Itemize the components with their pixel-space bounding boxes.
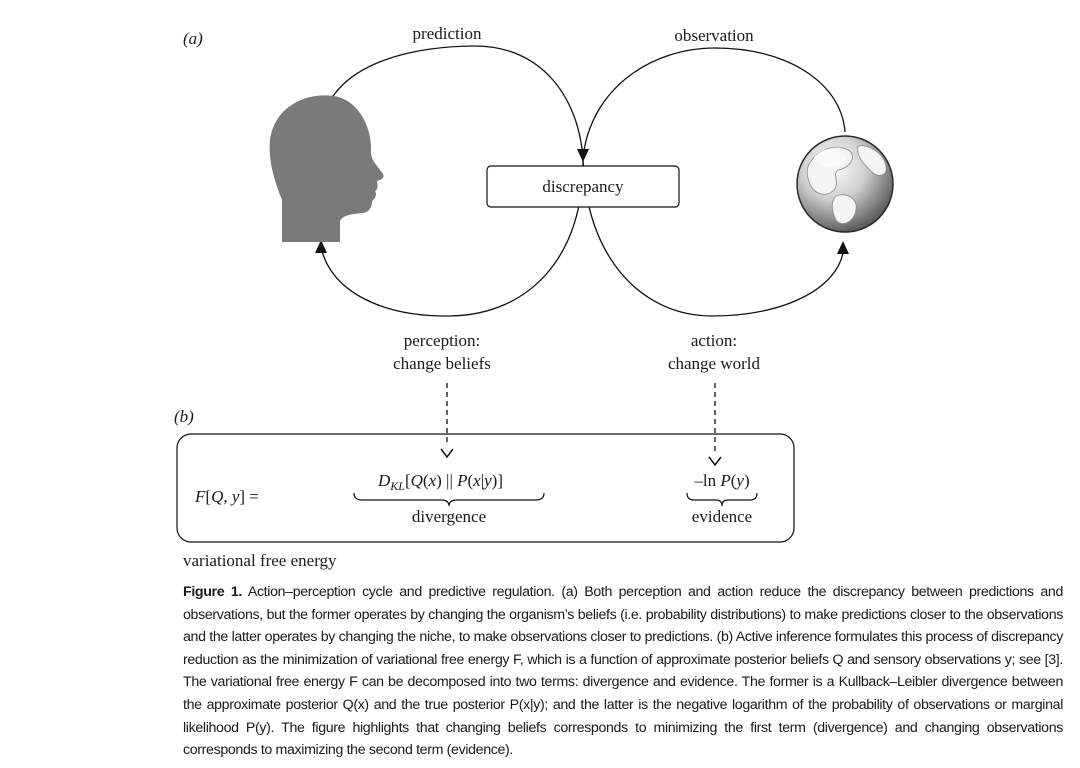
figure-caption: Figure 1. Action–perception cycle and pr… — [183, 581, 1063, 762]
panel-b-label: (b) — [174, 407, 194, 426]
action-dashed-arrowhead — [708, 456, 722, 467]
action-perception-figure: (a) (b) discrepancy prediction observati… — [174, 24, 894, 570]
action-label-line1: action: — [691, 331, 737, 350]
observation-loop — [582, 47, 846, 159]
observation-label: observation — [674, 26, 754, 45]
evidence-term: –ln P(y) — [693, 471, 749, 490]
variational-free-energy-label: variational free energy — [183, 551, 337, 570]
divergence-term: DKL[Q(x) || P(x|y)] — [377, 471, 503, 493]
arrowhead-head — [315, 240, 327, 253]
perception-loop — [320, 157, 584, 317]
perception-dashed-arrowhead — [440, 448, 454, 459]
evidence-brace — [686, 492, 758, 507]
discrepancy-label: discrepancy — [542, 177, 624, 196]
discrepancy-box — [486, 165, 680, 208]
human-head-icon — [269, 95, 384, 242]
cycle-loops — [320, 45, 846, 317]
prediction-loop — [320, 45, 584, 159]
equation-box — [176, 433, 795, 543]
caption-text: Action–perception cycle and predictive r… — [183, 584, 1063, 759]
equation-lhs: F[Q, y] = — [194, 487, 259, 506]
action-label-line2: change world — [668, 354, 761, 373]
arrowhead-discrepancy — [577, 149, 589, 162]
divergence-brace — [353, 492, 545, 507]
globe-icon — [796, 135, 894, 233]
panel-a-label: (a) — [183, 29, 203, 48]
evidence-label: evidence — [692, 507, 752, 526]
action-loop — [582, 157, 844, 317]
caption-label: Figure 1. — [183, 584, 242, 600]
perception-label-line1: perception: — [404, 331, 480, 350]
divergence-label: divergence — [412, 507, 486, 526]
perception-label-line2: change beliefs — [393, 354, 491, 373]
prediction-label: prediction — [413, 24, 482, 43]
arrowhead-globe — [837, 241, 849, 254]
